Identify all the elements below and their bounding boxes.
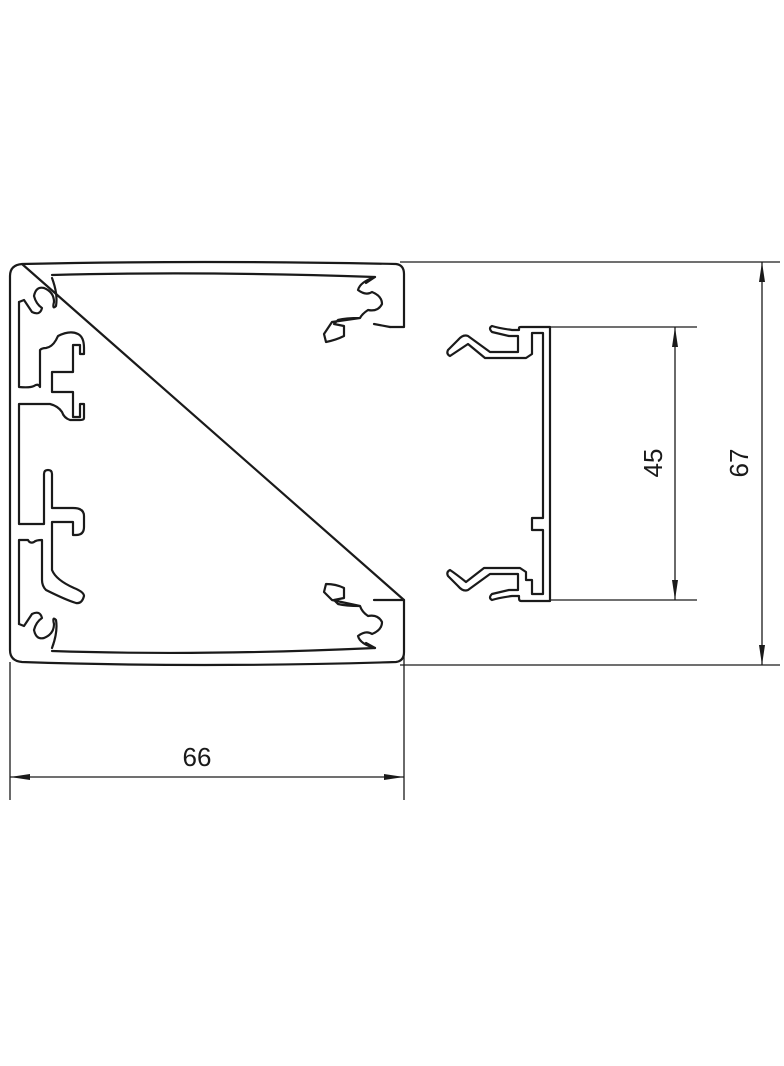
dimension-width-label: 66 <box>183 742 212 772</box>
dimension-cover-label: 45 <box>638 449 668 478</box>
dimension-width <box>9 600 405 800</box>
duct-base-profile <box>8 260 406 667</box>
cover-profile <box>446 324 552 603</box>
dimension-cover <box>550 326 697 601</box>
dimension-height <box>400 261 780 666</box>
dimension-height-label: 67 <box>724 449 754 478</box>
